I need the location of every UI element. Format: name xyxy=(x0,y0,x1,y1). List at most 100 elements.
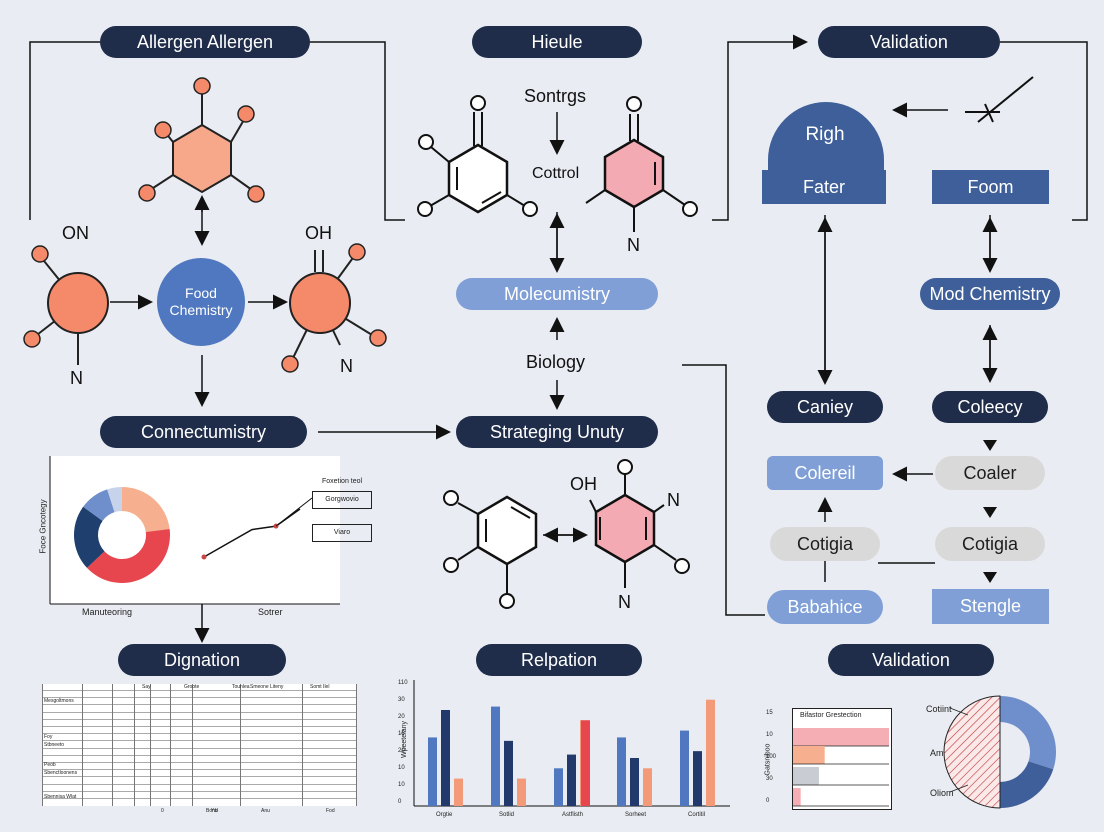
pie-slice-navy xyxy=(73,506,105,568)
table-col-line xyxy=(82,684,83,806)
label-n-left2: N xyxy=(340,356,353,376)
table-row-line xyxy=(42,747,356,749)
table-row-line xyxy=(42,733,356,735)
table-col-line xyxy=(240,684,241,806)
box-stengle[interactable]: Stengle xyxy=(932,589,1049,624)
bar-Cortitil-2 xyxy=(706,699,715,806)
pill-validation-top[interactable]: Validation xyxy=(818,26,1000,58)
bar-red-Astflisth xyxy=(581,720,590,806)
table-col-line xyxy=(356,684,357,806)
bar-Orgtie-2 xyxy=(454,778,463,806)
pill-caniey[interactable]: Caniey xyxy=(767,391,883,423)
table-row-label: Peob xyxy=(44,762,56,768)
bar-Sotlid-0 xyxy=(491,706,500,806)
table-col-line xyxy=(134,684,135,806)
pill-coleecy[interactable]: Coleecy xyxy=(932,391,1048,423)
bar-ytick: 30 xyxy=(398,697,405,703)
table-footer: Anu xyxy=(261,808,270,814)
pill-coaler[interactable]: Coaler xyxy=(935,456,1045,490)
bar-Sorheet-1 xyxy=(630,758,639,806)
food-chemistry-node[interactable]: Food Chemistry xyxy=(157,258,245,346)
mini-ytick: 10 xyxy=(766,732,773,738)
atom-right xyxy=(281,243,387,373)
pill-dignation[interactable]: Dignation xyxy=(118,644,286,676)
bar-Sorheet-0 xyxy=(617,737,626,806)
table-col-line xyxy=(192,684,193,806)
mini-ytick: 15 xyxy=(766,710,773,716)
table-footer: Bonb xyxy=(206,808,218,814)
pill-strateging[interactable]: Strateging Unuty xyxy=(456,416,658,448)
table-row-line xyxy=(42,718,356,720)
table-row-line xyxy=(42,754,356,756)
bar-Cortitil-0 xyxy=(680,730,689,806)
bar-ytick: 20 xyxy=(398,748,405,754)
bar-ytick: 110 xyxy=(398,680,408,686)
bar-ytick: 10 xyxy=(398,765,405,771)
bar-category-label: Sorheet xyxy=(625,812,646,818)
label-cottrol: Cottrol xyxy=(532,165,580,182)
bar-ytick: 0 xyxy=(398,799,402,805)
bar-category-label: Orgtie xyxy=(436,812,453,818)
pill-cotigia-right[interactable]: Cotigia xyxy=(935,527,1045,561)
pill-mod-chemistry[interactable]: Mod Chemistry xyxy=(920,278,1060,310)
molecule-hexagon-top-left xyxy=(138,77,265,203)
mini-bar-0 xyxy=(793,728,889,746)
donut-leader-1 xyxy=(949,707,969,716)
pill-relpation[interactable]: Relpation xyxy=(476,644,642,676)
mini-ytick: 100 xyxy=(766,754,777,760)
table-header: Somt Ilel xyxy=(310,684,330,690)
molecule-bottom-left xyxy=(443,490,538,609)
molecule-middle-right xyxy=(585,96,698,232)
box-colereil[interactable]: Colereil xyxy=(767,456,883,490)
bar-category-label: Cortitil xyxy=(688,812,705,818)
pill-hieule[interactable]: Hieule xyxy=(472,26,642,58)
table-row-line xyxy=(42,740,356,742)
pill-allergen[interactable]: Allergen Allergen xyxy=(100,26,310,58)
label-on: ON xyxy=(62,223,89,243)
table-col-line xyxy=(170,684,171,806)
table-row-line xyxy=(42,726,356,727)
donut-label-1: Cotiint xyxy=(926,704,952,714)
table-row-line xyxy=(42,704,356,706)
table-col-line xyxy=(42,684,43,806)
table-row-label: Foy xyxy=(44,734,53,740)
bar-ytick: 15 xyxy=(398,731,405,737)
label-n-left1: N xyxy=(70,368,83,388)
pill-connectumistry[interactable]: Connectumistry xyxy=(100,416,307,448)
pill-babahice[interactable]: Babahice xyxy=(767,590,883,624)
molecule-middle-left xyxy=(417,95,538,217)
donut-slice-navy xyxy=(1000,761,1054,808)
legend-connector xyxy=(275,497,313,527)
bar-Cortitil-1 xyxy=(693,751,702,806)
table-row-line xyxy=(42,776,356,778)
left-chart-xlabel2: Sotrer xyxy=(258,607,283,617)
pill-cotigia-left[interactable]: Cotigia xyxy=(770,527,880,561)
table-row-line xyxy=(42,798,356,799)
left-chart-xlabel: Manuteoring xyxy=(82,607,133,617)
bar-Sorheet-2 xyxy=(643,768,652,806)
label-sontrgs: Sontrgs xyxy=(524,86,587,106)
table-col-line xyxy=(150,684,151,806)
box-foom[interactable]: Foom xyxy=(932,170,1049,204)
box-fater[interactable]: Fater xyxy=(762,170,886,204)
table-row-line xyxy=(42,769,356,771)
molecule-bottom-right xyxy=(589,459,690,588)
food-chemistry-line2: Chemistry xyxy=(169,302,233,318)
pill-validation-bottom[interactable]: Validation xyxy=(828,644,994,676)
label-biology: Biology xyxy=(526,352,586,372)
bar-ytick: 20 xyxy=(398,714,405,720)
left-chart-box2: Viaro xyxy=(312,524,372,542)
donut-slice-blue xyxy=(1000,696,1056,770)
table-col-line xyxy=(302,684,303,806)
bar-Astflisth-1 xyxy=(567,754,576,806)
pie-slice-lightblue xyxy=(107,487,122,513)
donut-hatched-half xyxy=(943,695,1001,809)
pill-molecumistry[interactable]: Molecumistry xyxy=(456,278,658,310)
mini-bar-title: Bifastor Grestection xyxy=(800,712,862,719)
table-header: Say xyxy=(142,684,151,690)
bar-category-label: Sotlid xyxy=(499,812,514,818)
